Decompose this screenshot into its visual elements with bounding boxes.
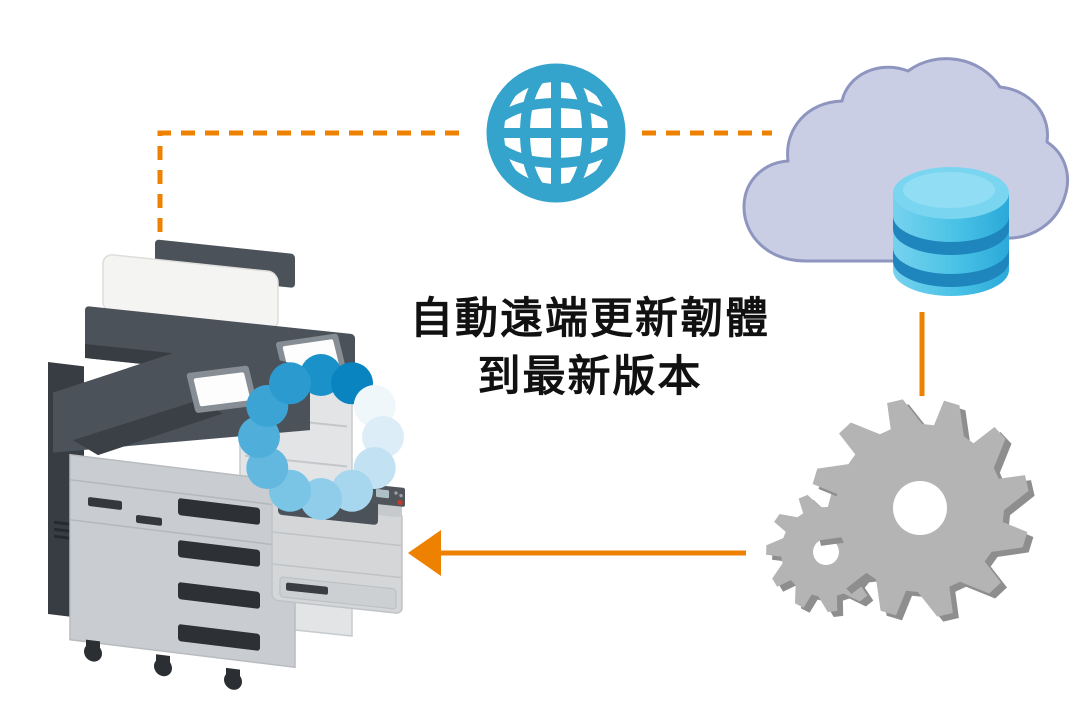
power-led (397, 499, 403, 506)
paper-drawers (178, 498, 260, 651)
progress-spinner-icon (238, 354, 404, 520)
dashed-connector-printer-globe (157, 130, 467, 232)
printer-cluster-icon (48, 239, 405, 690)
connector-lines (157, 130, 925, 576)
front-copier (48, 341, 310, 690)
caption: 自動遠端更新韌體 到最新版本 (410, 290, 770, 407)
arrowhead (408, 530, 441, 576)
database-icon (893, 167, 1009, 296)
gears-icon (766, 399, 1035, 622)
caption-line-1: 自動遠端更新韌體 (410, 295, 770, 343)
globe-icon (486, 63, 626, 203)
front-copier-touch-panel (186, 365, 258, 413)
arrow-gears-printer (408, 530, 746, 576)
spinner-dot (269, 362, 311, 405)
casters (84, 639, 242, 690)
caption-line-2: 到最新版本 (477, 353, 703, 402)
printer-control-panel (372, 484, 405, 507)
output-tray (73, 400, 223, 456)
